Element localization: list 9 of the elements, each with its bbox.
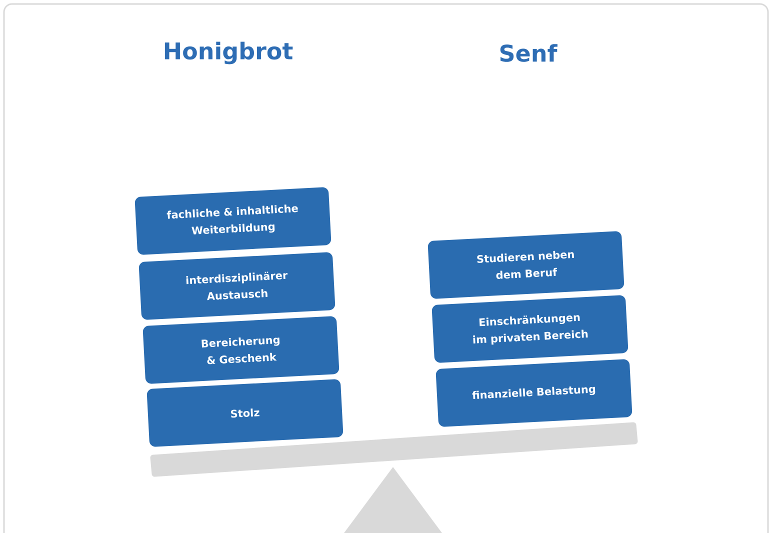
text-box: finanzielle Belastung [436, 359, 632, 427]
heading: Senf [500, 44, 558, 62]
text-box: Stolz [146, 379, 344, 447]
heading: Honigbrot [164, 42, 293, 64]
text-box: Bereicherung & Geschenk [142, 316, 340, 384]
text-box: interdisziplinärer Austausch [138, 252, 336, 320]
text-box: Einschränkungen im privaten Bereich [432, 295, 628, 363]
text-box: fachliche & inhaltliche Weiterbildung [134, 187, 332, 255]
text-box: Studieren neben dem Beruf [428, 231, 624, 299]
